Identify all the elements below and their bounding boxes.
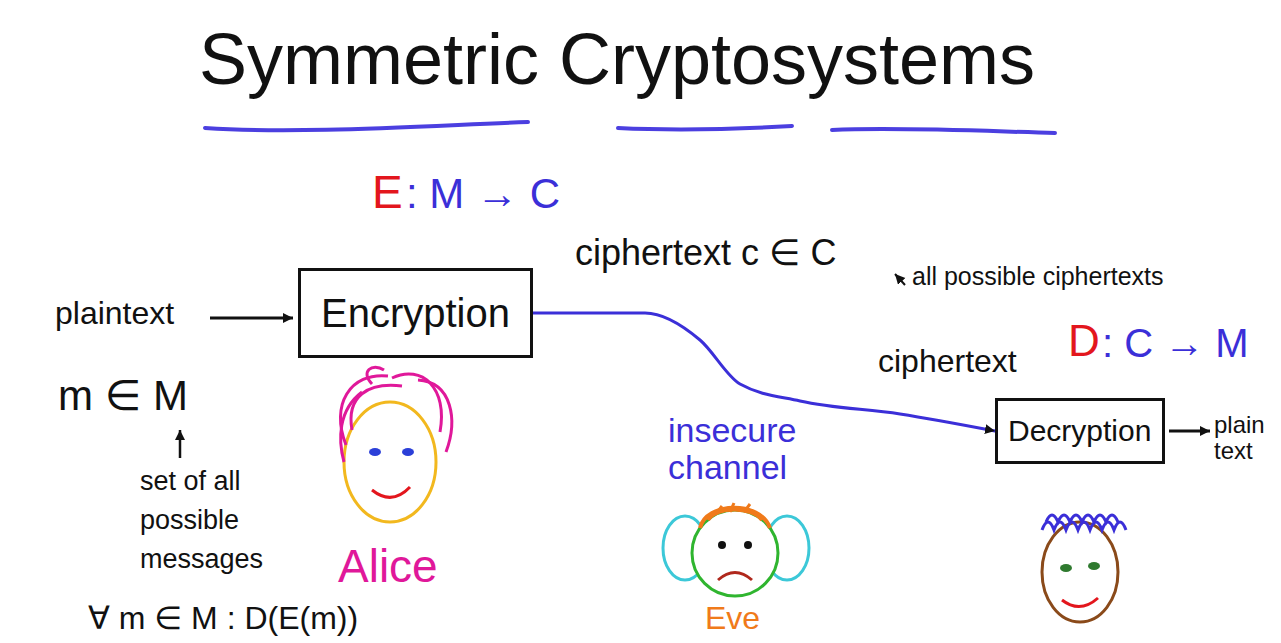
output-arrow <box>1169 430 1210 433</box>
process-box: Encryption <box>298 268 533 358</box>
output-label: plain text <box>1214 412 1276 465</box>
person-name: Alice <box>338 540 438 593</box>
eve-face <box>663 503 809 596</box>
title-underline <box>832 129 1055 133</box>
pointer-arrow <box>895 274 905 285</box>
annotation-note: set of all possible messages <box>140 462 318 579</box>
box-label: Decryption <box>1008 413 1151 449</box>
channel-label: insecure channel <box>668 412 828 487</box>
box-label: Encryption <box>321 289 510 337</box>
function-name: E <box>372 166 403 219</box>
set-membership: m ∈ M <box>58 372 188 420</box>
annotation-note: all possible ciphertexts <box>912 262 1164 291</box>
function-name: D <box>1068 316 1100 367</box>
function-signature: : M → C <box>406 170 560 218</box>
channel-label: ciphertext <box>878 343 1017 380</box>
pointer-arrow <box>179 430 182 458</box>
bob-face <box>1042 515 1126 622</box>
title-underline <box>618 126 792 129</box>
person-name: Eve <box>705 600 760 637</box>
process-box: Decryption <box>995 398 1165 464</box>
input-label: plaintext <box>55 295 174 332</box>
input-arrow <box>210 317 293 320</box>
function-signature: : C → M <box>1102 320 1249 366</box>
title-underline <box>205 122 528 130</box>
diagram-title: Symmetric Cryptosystems <box>0 16 1234 102</box>
channel-label: ciphertext c ∈ C <box>575 232 836 273</box>
alice-face <box>340 367 451 522</box>
formula: ∀ m ∈ M : D(E(m)) <box>88 600 358 637</box>
